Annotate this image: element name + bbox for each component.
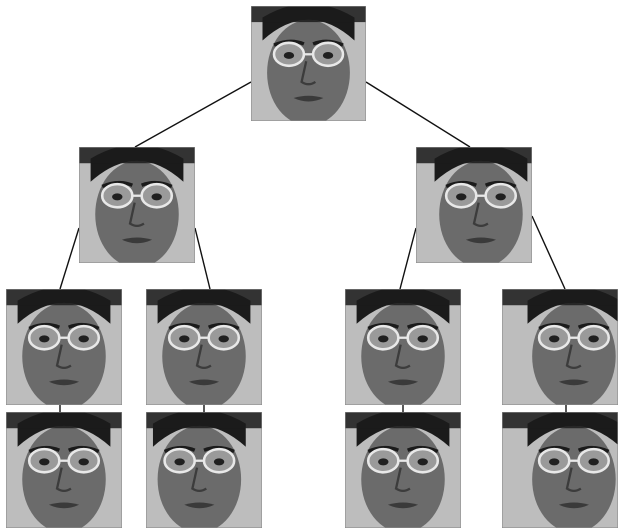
face-photo-icon (6, 412, 122, 528)
face-photo-icon (502, 289, 618, 405)
face-node-right (416, 147, 532, 263)
face-photo-icon (6, 289, 122, 405)
face-node-right-right-leaf (502, 412, 618, 528)
face-photo-icon (416, 147, 532, 263)
face-photo-icon (502, 412, 618, 528)
tree-edge-right-to-right-left (399, 227, 417, 290)
tree-edge-root-to-left (134, 81, 252, 148)
tree-edge-root-to-right (365, 81, 471, 148)
tree-edges (59, 81, 567, 412)
tree-edge-left-to-left-left (59, 227, 80, 290)
face-photo-icon (345, 412, 461, 528)
face-node-right-right (502, 289, 618, 405)
face-node-left-right (146, 289, 262, 405)
face-photo-icon (345, 289, 461, 405)
face-node-left-right-leaf (146, 412, 262, 528)
face-node-left-left (6, 289, 122, 405)
face-photo-icon (79, 147, 195, 263)
face-node-left (79, 147, 195, 263)
face-photo-icon (146, 412, 262, 528)
face-node-right-left-leaf (345, 412, 461, 528)
face-photo-icon (146, 289, 262, 405)
face-node-left-left-leaf (6, 412, 122, 528)
face-node-right-left (345, 289, 461, 405)
face-photo-icon (251, 6, 366, 121)
tree-edge-right-to-right-right (531, 215, 566, 290)
face-node-root (251, 6, 366, 121)
tree-edge-left-to-left-right (194, 227, 211, 290)
